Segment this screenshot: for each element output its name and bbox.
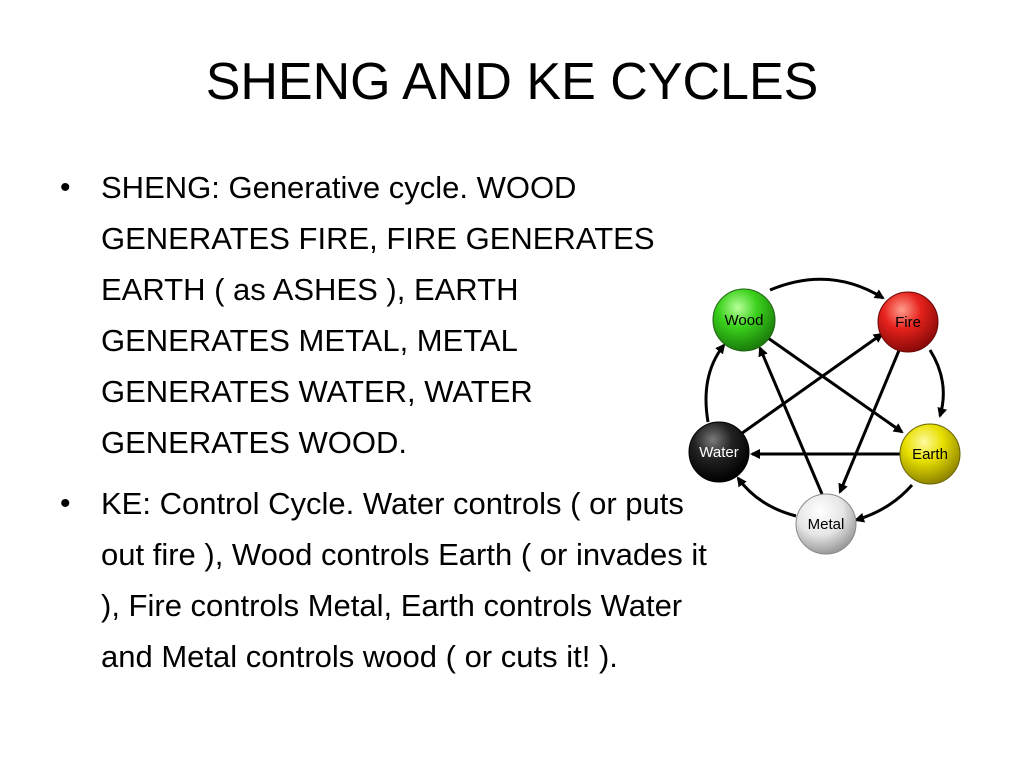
five-elements-diagram: Wood Fire Earth Metal Water bbox=[688, 277, 961, 555]
bullet-list: • SHENG: Generative cycle. WOOD GENERATE… bbox=[58, 162, 708, 692]
arrow-earth-to-metal bbox=[854, 484, 914, 523]
slide-title: SHENG AND KE CYCLES bbox=[205, 53, 819, 111]
node-earth: Earth bbox=[899, 423, 961, 485]
node-label-wood: Wood bbox=[725, 312, 764, 329]
arrow-water-to-fire bbox=[737, 332, 884, 438]
bullet-ke: • KE: Control Cycle. Water controls ( or… bbox=[58, 478, 708, 682]
node-label-metal: Metal bbox=[808, 516, 845, 533]
node-water: Water bbox=[688, 421, 750, 483]
node-label-fire: Fire bbox=[895, 314, 921, 331]
arrow-wood-to-earth bbox=[767, 336, 904, 434]
bullet-icon: • bbox=[60, 171, 71, 204]
bullet-sheng: • SHENG: Generative cycle. WOOD GENERATE… bbox=[58, 162, 708, 468]
node-metal: Metal bbox=[795, 493, 857, 555]
bullet-icon: • bbox=[60, 487, 71, 520]
arrow-wood-to-fire bbox=[769, 277, 885, 300]
arrow-fire-to-earth bbox=[928, 349, 948, 418]
arrow-water-to-wood bbox=[704, 343, 726, 423]
arrow-metal-to-wood bbox=[758, 346, 824, 495]
node-wood: Wood bbox=[712, 288, 776, 352]
arrow-metal-to-water bbox=[736, 476, 797, 518]
bullet-ke-text: KE: Control Cycle. Water controls ( or p… bbox=[101, 486, 707, 674]
node-label-water: Water bbox=[699, 444, 738, 461]
sheng-arrows bbox=[704, 277, 948, 523]
node-label-earth: Earth bbox=[912, 446, 948, 463]
ke-arrows bbox=[737, 332, 904, 495]
arrow-fire-to-metal bbox=[838, 347, 902, 494]
bullet-sheng-text: SHENG: Generative cycle. WOOD GENERATES … bbox=[101, 170, 655, 460]
node-fire: Fire bbox=[877, 291, 939, 353]
